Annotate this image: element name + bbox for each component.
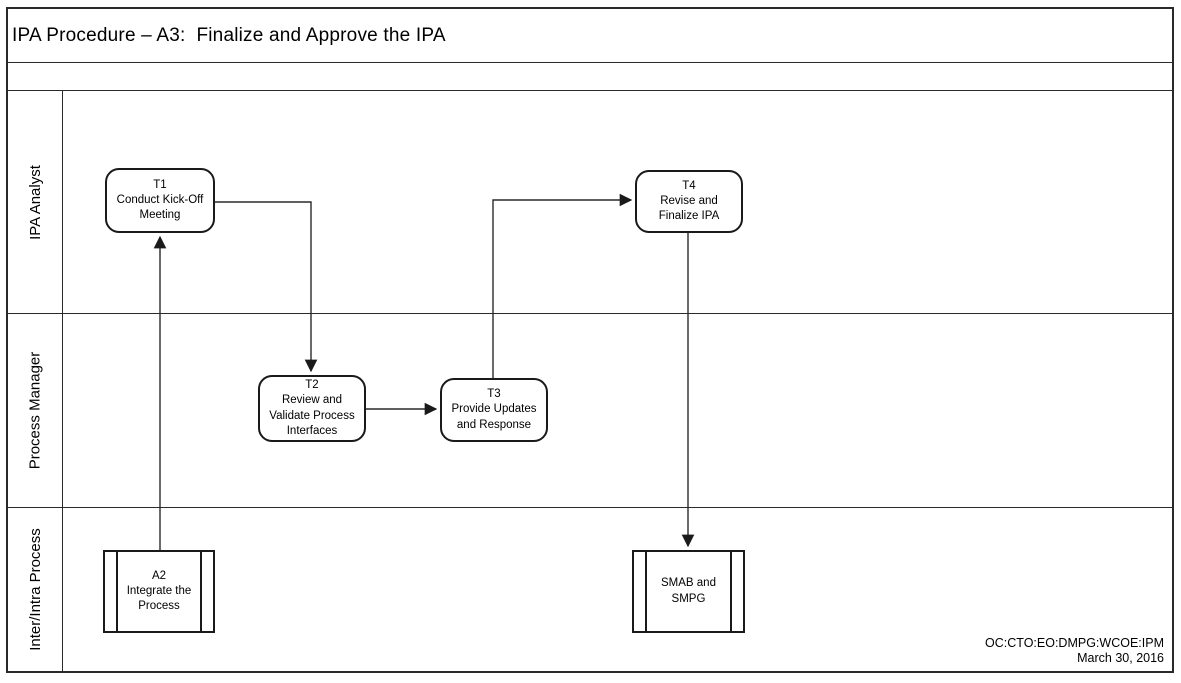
subprocess-smab-and-smpg: SMAB and SMPG [632,550,745,633]
subprocess-a2-integrate-the-process: A2 Integrate the Process [103,550,215,633]
diagram-frame: IPA Procedure – A3: Finalize and Approve… [6,7,1174,673]
lane-content-process-manager [63,314,1172,507]
lane-inter-intra-process: Inter/Intra Process [8,508,1172,671]
lane-label-ipa-analyst: IPA Analyst [8,91,63,313]
subprocess-right-bar [200,552,202,631]
lane-label-text: Process Manager [26,351,44,470]
task-t2-review-validate-process-interfaces: T2 Review and Validate Process Interface… [258,375,366,442]
lane-label-inter-intra-process: Inter/Intra Process [8,508,63,671]
subprocess-left-bar [116,552,118,631]
lane-label-text: IPA Analyst [26,164,44,240]
footer-date: March 30, 2016 [1077,651,1164,666]
subprocess-label: SMAB and SMPG [661,577,716,605]
diagram-title: IPA Procedure – A3: Finalize and Approve… [8,9,1172,63]
subprocess-left-bar [645,552,647,631]
lane-label-text: Inter/Intra Process [26,528,44,651]
task-t4-revise-finalize-ipa: T4 Revise and Finalize IPA [635,170,743,233]
task-t1-conduct-kickoff-meeting: T1 Conduct Kick-Off Meeting [105,168,215,233]
lane-label-process-manager: Process Manager [8,314,63,507]
lane-content-ipa-analyst [63,91,1172,313]
subprocess-label: A2 Integrate the Process [126,569,192,613]
lane-process-manager: Process Manager [8,314,1172,508]
footer: OC:CTO:EO:DMPG:WCOE:IPM March 30, 2016 [985,636,1164,667]
footer-org-code: OC:CTO:EO:DMPG:WCOE:IPM [985,636,1164,650]
subprocess-right-bar [730,552,732,631]
title-spacer-band [8,63,1172,91]
task-t3-provide-updates-response: T3 Provide Updates and Response [440,378,548,442]
